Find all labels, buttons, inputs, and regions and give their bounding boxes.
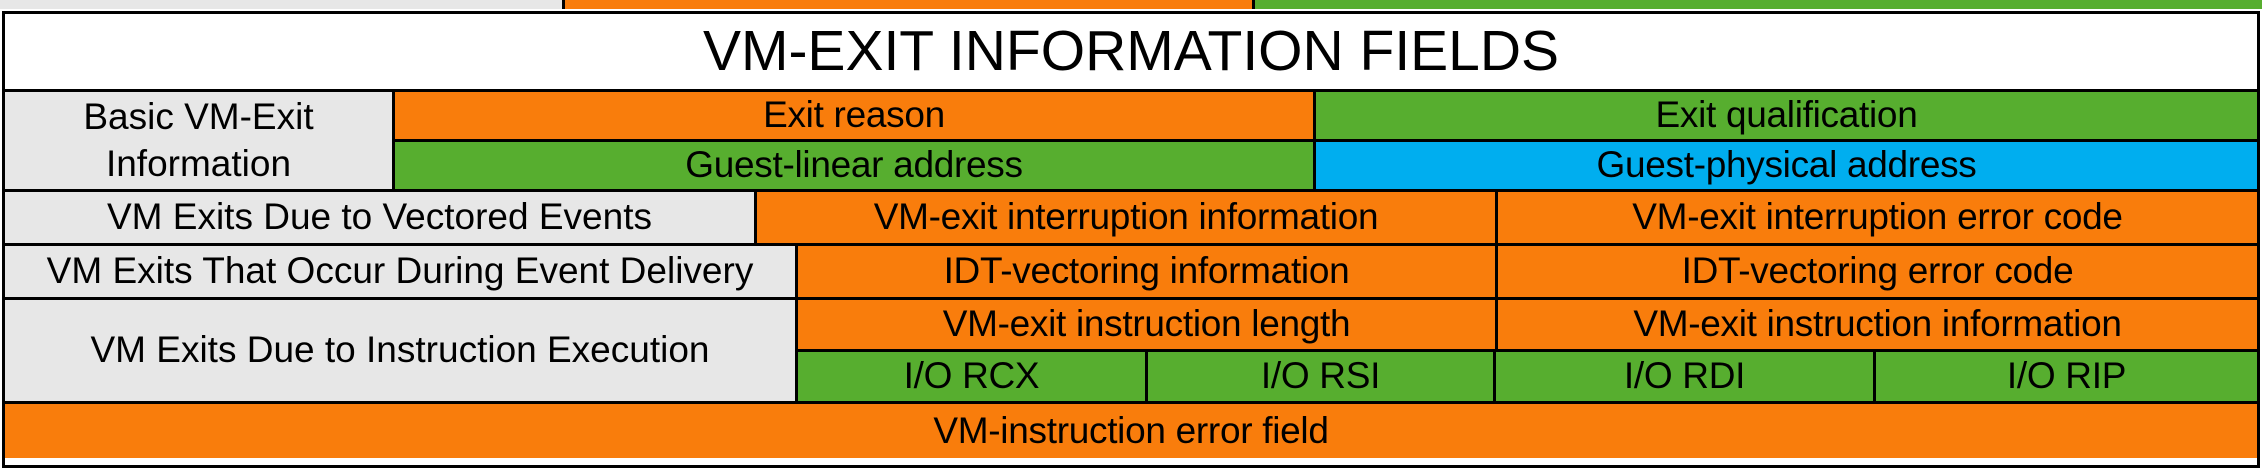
- field-vm-instruction-error-field: VM-instruction error field: [5, 404, 2257, 458]
- group-label-instruction-execution: VM Exits Due to Instruction Execution: [5, 300, 798, 404]
- group-body-basic-vm-exit-information: Exit reason Exit qualification Guest-lin…: [395, 92, 2257, 192]
- footer-row: VM-instruction error field: [5, 404, 2257, 458]
- field-guest-physical-address: Guest-physical address: [1316, 142, 2257, 192]
- clipped-segment-gray: [0, 0, 565, 9]
- clipped-previous-row: [0, 0, 2262, 9]
- table-row: I/O RCX I/O RSI I/O RDI I/O RIP: [798, 352, 2257, 404]
- table-row: VM-exit interruption information VM-exit…: [757, 192, 2257, 246]
- group-body-vectored-events: VM-exit interruption information VM-exit…: [757, 192, 2257, 246]
- field-exit-reason: Exit reason: [395, 92, 1316, 142]
- field-vm-exit-instruction-information: VM-exit instruction information: [1498, 300, 2257, 352]
- group-event-delivery: VM Exits That Occur During Event Deliver…: [5, 246, 2257, 300]
- group-label-line-1: Basic VM-Exit: [83, 96, 314, 138]
- table-row: Exit reason Exit qualification: [395, 92, 2257, 142]
- group-label-vectored-events: VM Exits Due to Vectored Events: [5, 192, 757, 246]
- group-label-line-1: VM Exits That Occur During Event Deliver…: [46, 250, 754, 292]
- table-row: Guest-linear address Guest-physical addr…: [395, 142, 2257, 192]
- group-body-event-delivery: IDT-vectoring information IDT-vectoring …: [798, 246, 2257, 300]
- group-instruction-execution: VM Exits Due to Instruction Execution VM…: [5, 300, 2257, 404]
- group-label-line-1: VM Exits Due to Instruction Execution: [90, 329, 710, 371]
- field-io-rcx: I/O RCX: [798, 352, 1148, 404]
- clipped-segment-orange: [565, 0, 1255, 9]
- field-guest-linear-address: Guest-linear address: [395, 142, 1316, 192]
- title-row: VM-EXIT INFORMATION FIELDS: [5, 14, 2257, 92]
- field-io-rsi: I/O RSI: [1148, 352, 1496, 404]
- clipped-segment-green: [1255, 0, 2262, 9]
- table-row: IDT-vectoring information IDT-vectoring …: [798, 246, 2257, 300]
- group-label-basic-vm-exit-information: Basic VM-Exit Information: [5, 92, 395, 192]
- group-label-line-1: VM Exits Due to Vectored Events: [107, 196, 652, 238]
- field-idt-vectoring-information: IDT-vectoring information: [798, 246, 1498, 300]
- field-io-rip: I/O RIP: [1876, 352, 2257, 404]
- group-basic-vm-exit-information: Basic VM-Exit Information Exit reason Ex…: [5, 92, 2257, 192]
- field-vm-exit-interruption-error-code: VM-exit interruption error code: [1498, 192, 2257, 246]
- group-label-line-2: Information: [105, 142, 292, 184]
- field-vm-exit-interruption-information: VM-exit interruption information: [757, 192, 1498, 246]
- page-title: VM-EXIT INFORMATION FIELDS: [5, 14, 2257, 92]
- group-body-instruction-execution: VM-exit instruction length VM-exit instr…: [798, 300, 2257, 404]
- group-label-event-delivery: VM Exits That Occur During Event Deliver…: [5, 246, 798, 300]
- group-vectored-events: VM Exits Due to Vectored Events VM-exit …: [5, 192, 2257, 246]
- field-io-rdi: I/O RDI: [1496, 352, 1876, 404]
- field-idt-vectoring-error-code: IDT-vectoring error code: [1498, 246, 2257, 300]
- field-exit-qualification: Exit qualification: [1316, 92, 2257, 142]
- table-row: VM-exit instruction length VM-exit instr…: [798, 300, 2257, 352]
- field-vm-exit-instruction-length: VM-exit instruction length: [798, 300, 1498, 352]
- fields-table: VM-EXIT INFORMATION FIELDS Basic VM-Exit…: [2, 11, 2260, 468]
